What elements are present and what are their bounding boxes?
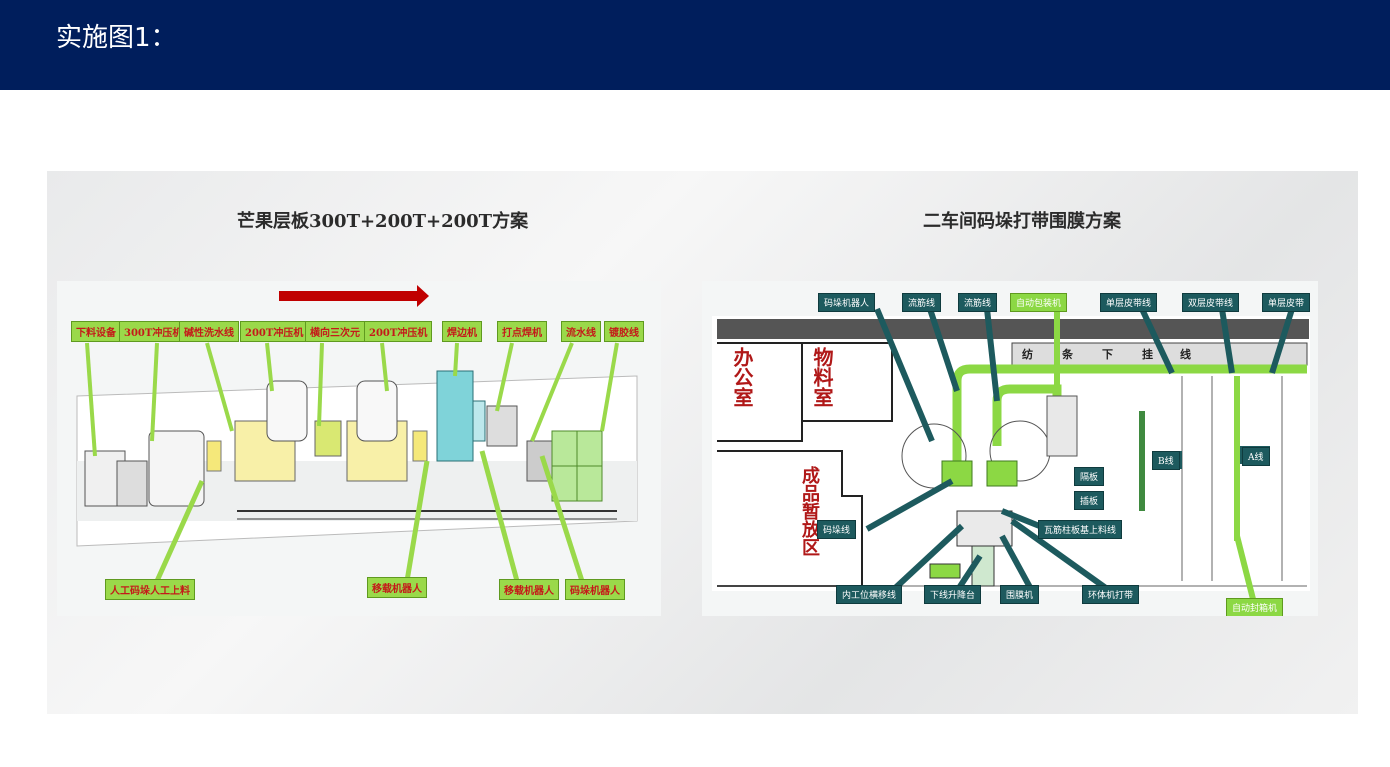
label-line-b: B线 bbox=[1152, 451, 1180, 470]
banner-char-2: 条 bbox=[1062, 348, 1073, 361]
label-board-feed-line: 瓦筋柱板基上料线 bbox=[1038, 520, 1123, 539]
right-layout-diagram: 办公室 物料室 成品暂放区 纺 条 下 挂 线 码垛机器人 流筋线 流筋线 自动… bbox=[702, 281, 1318, 616]
banner-char-3: 下 bbox=[1102, 348, 1113, 361]
banner-char-5: 线 bbox=[1180, 348, 1191, 361]
label-edge-welder: 焊边机 bbox=[442, 321, 482, 342]
label-alkaline-wash-line: 碱性洗水线 bbox=[179, 321, 239, 342]
label-transfer-robot-1: 移载机器人 bbox=[367, 577, 427, 598]
slide-header: 实施图1： bbox=[0, 0, 1390, 90]
label-flow-line-2: 流筋线 bbox=[958, 293, 998, 312]
room-finished-goods: 成品暂放区 bbox=[799, 466, 820, 556]
label-assembly-line: 流水线 bbox=[561, 321, 601, 342]
label-line-a: A线 bbox=[1242, 447, 1270, 466]
label-film-wrapper: 围膜机 bbox=[1000, 585, 1040, 604]
left-machine-drawing bbox=[76, 285, 638, 583]
label-300t-press: 300T冲压机 bbox=[119, 321, 188, 342]
label-lift-table: 下线升降台 bbox=[924, 585, 982, 604]
right-diagram-caption: 二车间码垛打带围膜方案 bbox=[923, 211, 1121, 232]
label-stacking-robot: 码垛机器人 bbox=[818, 293, 876, 312]
label-insert-board: 插板 bbox=[1074, 491, 1105, 510]
label-transverse-3d-transfer: 横向三次元 bbox=[305, 321, 365, 342]
left-layout-diagram: 下料设备 300T冲压机 碱性洗水线 200T冲压机 横向三次元 200T冲压机… bbox=[57, 281, 661, 616]
slide-title: 实施图1： bbox=[56, 23, 177, 53]
label-strapping-machine: 环体机打带 bbox=[1082, 585, 1140, 604]
banner-char-1: 纺 bbox=[1022, 348, 1033, 361]
label-auto-packer: 自动包装机 bbox=[1010, 293, 1068, 312]
label-coating-line: 镀胶线 bbox=[604, 321, 644, 342]
figure-area: 芒果层板300T+200T+200T方案 bbox=[47, 171, 1358, 714]
label-auto-case-sealer: 自动封箱机 bbox=[1226, 598, 1284, 616]
room-office: 办公室 bbox=[730, 347, 754, 407]
direction-arrow-head bbox=[417, 285, 429, 307]
label-flow-line-1: 流筋线 bbox=[902, 293, 942, 312]
label-manual-stacking-loading: 人工码垛人工上料 bbox=[105, 579, 195, 600]
label-transfer-robot-2: 移载机器人 bbox=[499, 579, 559, 600]
label-stacking-robot: 码垛机器人 bbox=[565, 579, 625, 600]
room-material: 物料室 bbox=[810, 347, 834, 407]
label-200t-press-1: 200T冲压机 bbox=[240, 321, 309, 342]
label-double-belt-line: 双层皮带线 bbox=[1182, 293, 1240, 312]
label-blanking-equipment: 下料设备 bbox=[71, 321, 121, 342]
right-floorplan-drawing bbox=[712, 307, 1310, 604]
label-200t-press-2: 200T冲压机 bbox=[364, 321, 433, 342]
label-stacking-line: 码垛线 bbox=[817, 520, 857, 539]
banner-char-4: 挂 bbox=[1142, 348, 1153, 361]
label-inner-station-transfer: 内工位横移线 bbox=[836, 585, 903, 604]
label-single-belt: 单层皮带 bbox=[1262, 293, 1311, 312]
direction-arrow-shaft bbox=[279, 291, 419, 301]
label-separator: 隔板 bbox=[1074, 467, 1105, 486]
left-diagram-caption: 芒果层板300T+200T+200T方案 bbox=[237, 211, 529, 232]
label-single-belt-line: 单层皮带线 bbox=[1100, 293, 1158, 312]
label-spot-welder: 打点焊机 bbox=[497, 321, 547, 342]
